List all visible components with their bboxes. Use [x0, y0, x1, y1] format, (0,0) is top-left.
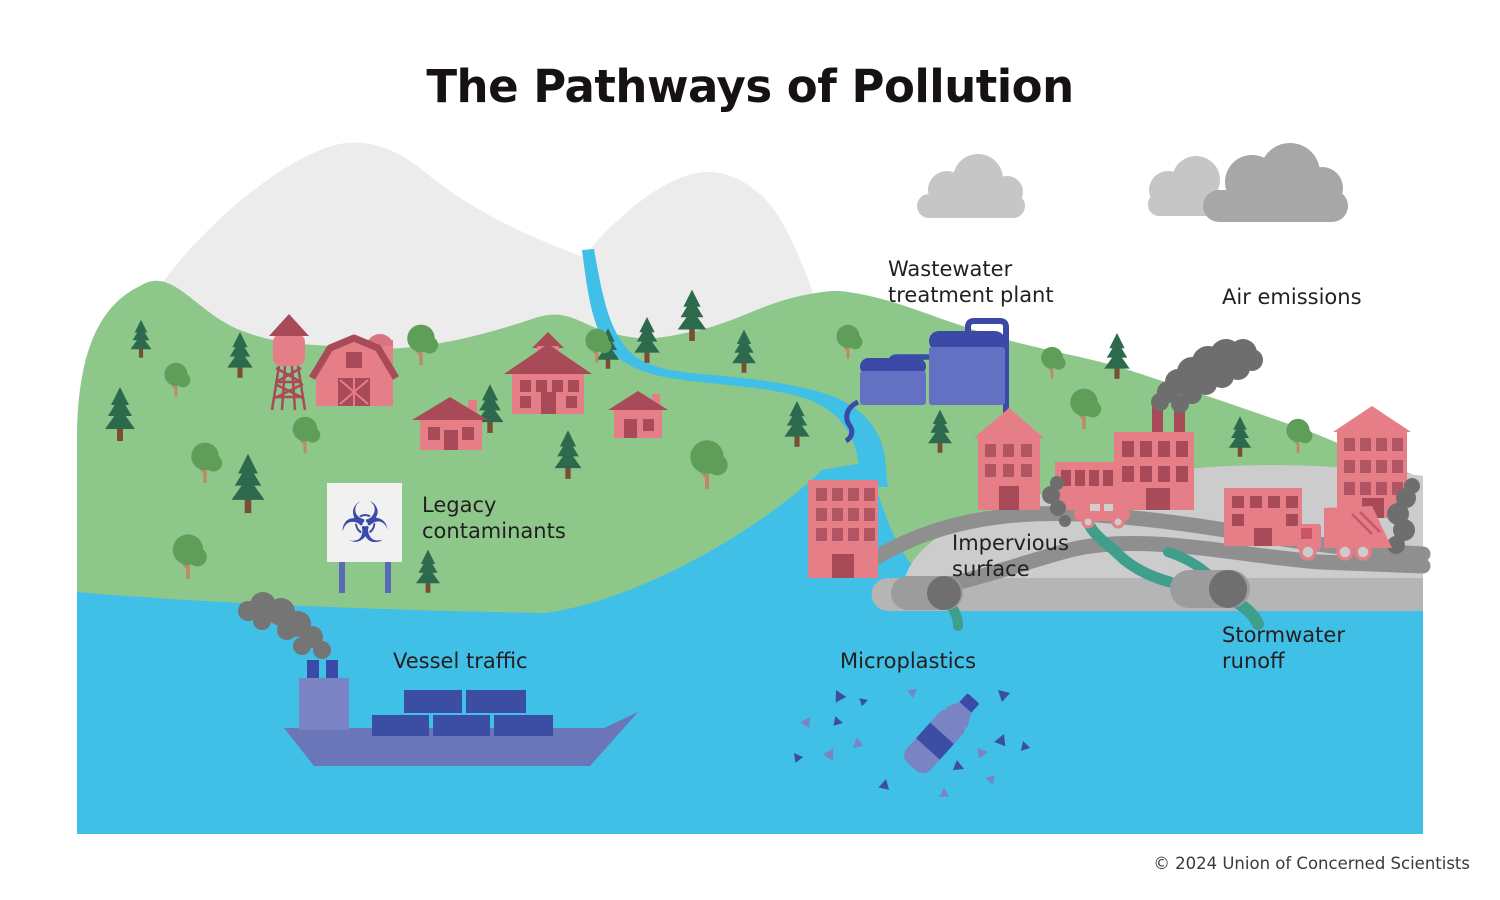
- schoolhouse: [504, 332, 592, 414]
- label-air-emissions: Air emissions: [1222, 285, 1362, 309]
- storm-drain-outfall-right: [1170, 570, 1264, 630]
- label-stormwater-runoff: Stormwater runoff: [1222, 623, 1345, 674]
- ship-smoke: [238, 592, 331, 659]
- factory: [1055, 404, 1194, 510]
- cloud-dark: [1203, 143, 1348, 222]
- wastewater-treatment-plant: [844, 318, 1009, 444]
- city-building-2: [974, 408, 1044, 510]
- label-wastewater-treatment-plant: Wastewater treatment plant: [888, 257, 1054, 308]
- label-microplastics: Microplastics: [840, 649, 977, 673]
- city-building-1: [808, 480, 878, 578]
- barn: [308, 334, 400, 406]
- house-2: [608, 391, 668, 438]
- car: [1074, 501, 1130, 529]
- cloud-small: [917, 154, 1025, 218]
- storm-drain-outfall-left: [891, 576, 963, 631]
- page-title: The Pathways of Pollution: [426, 60, 1074, 113]
- label-impervious-surface: Impervious surface: [952, 531, 1069, 582]
- label-vessel-traffic: Vessel traffic: [393, 649, 528, 673]
- water-tower: [269, 314, 309, 411]
- plastic-bottle: [904, 693, 979, 774]
- garbage-truck: [1297, 506, 1392, 561]
- river: [582, 249, 888, 487]
- truck-exhaust-smoke: [1387, 478, 1420, 554]
- biohazard-icon: ☣: [340, 491, 390, 556]
- legacy-contaminants-sign: ☣: [327, 483, 402, 593]
- cargo-ship: [284, 660, 638, 766]
- factory-smoke-plume: [1151, 339, 1263, 413]
- house-1: [412, 397, 488, 450]
- city-building-4: [1224, 488, 1302, 546]
- car-exhaust-smoke: [1042, 476, 1071, 527]
- label-legacy-contaminants: Legacy contaminants: [422, 493, 566, 544]
- copyright-credit: © 2024 Union of Concerned Scientists: [1153, 854, 1470, 873]
